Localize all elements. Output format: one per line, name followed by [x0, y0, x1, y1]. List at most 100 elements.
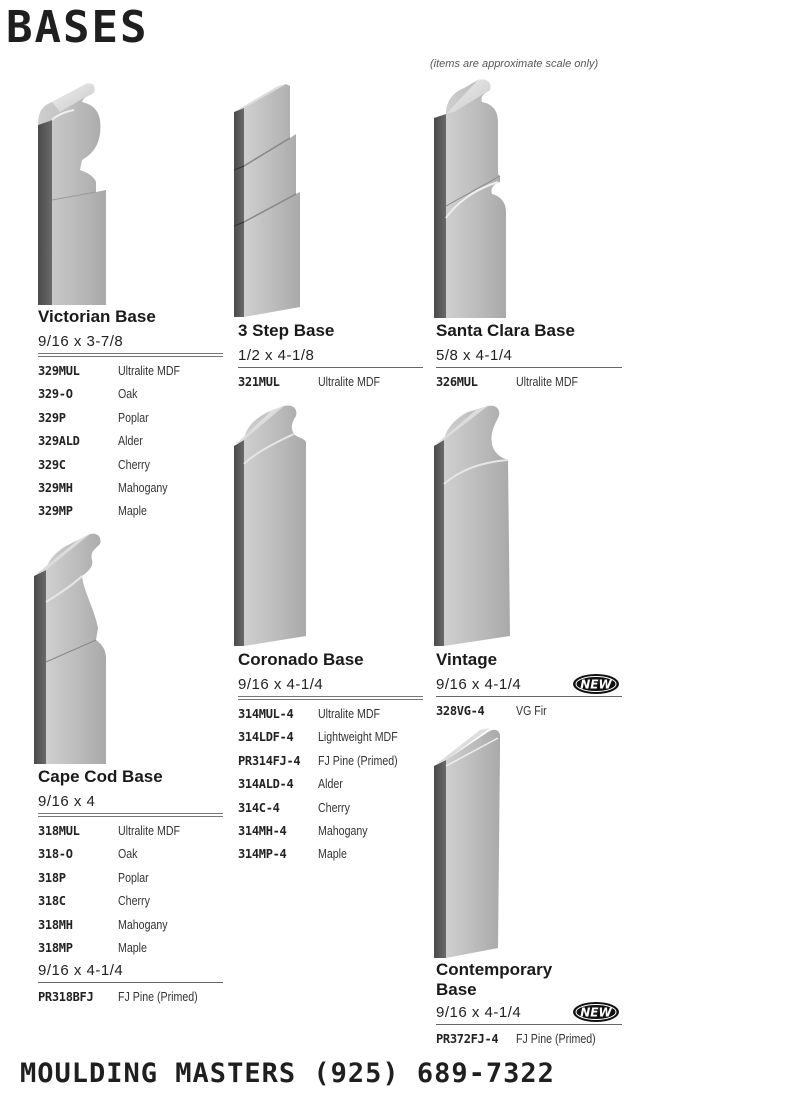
vintage-base-name: Vintage — [436, 650, 498, 669]
product-row: 314ALD-4 Alder — [238, 773, 423, 796]
product-code: 326MUL — [436, 375, 478, 389]
product-code: 329P — [38, 410, 66, 425]
product-material: Alder — [118, 434, 143, 449]
coronado-base-dimension: 9/16 x 4-1/4 — [238, 676, 324, 693]
victorian-base-name: Victorian Base — [38, 307, 156, 326]
product-material: Maple — [318, 847, 347, 862]
coronado-base-name: Coronado Base — [238, 650, 364, 669]
product-row: 314MP-4 Maple — [238, 843, 423, 866]
product-code: PR314FJ-4 — [238, 753, 301, 768]
three-step-base-items: 321MUL Ultralite MDF — [238, 371, 423, 394]
product-code: 318MP — [38, 940, 73, 955]
product-code: 329MP — [38, 504, 73, 519]
product-material: FJ Pine (Primed) — [318, 753, 398, 768]
contemporary-base-name-line2: Base — [436, 980, 477, 999]
product-code: 329MUL — [38, 364, 80, 378]
product-code: 318P — [38, 870, 66, 885]
victorian-base-illustration — [34, 80, 114, 305]
product-code: PR372FJ-4 — [436, 1032, 499, 1046]
product-code: 318MUL — [38, 824, 80, 838]
product-row: 328VG-4 VG Fir — [436, 700, 622, 723]
coronado-base-block: Coronado Base 9/16 x 4-1/4 314MUL-4 Ultra… — [238, 650, 423, 867]
victorian-base-dimension: 9/16 x 3-7/8 — [38, 333, 124, 350]
product-code: 318MH — [38, 917, 73, 932]
santa-clara-base-illustration — [432, 78, 512, 318]
santa-clara-base-block: Santa Clara Base 5/8 x 4-1/4 326MUL Ultra… — [436, 321, 622, 394]
product-code: 318C — [38, 894, 66, 909]
product-code: 329C — [38, 457, 66, 472]
product-row: 329-O Oak — [38, 383, 223, 406]
santa-clara-base-items: 326MUL Ultralite MDF — [436, 371, 622, 394]
product-material: Ultralite MDF — [318, 707, 380, 721]
product-code: 328VG-4 — [436, 704, 485, 718]
product-material: Poplar — [118, 870, 149, 885]
contemporary-base-block: Contemporary Base 9/16 x 4-1/4 PR372FJ-4… — [436, 960, 622, 1051]
new-badge-vintage: NEW — [572, 673, 620, 694]
product-code: 314C-4 — [238, 800, 280, 815]
product-code: 329ALD — [38, 434, 80, 449]
cape-cod-base-name: Cape Cod Base — [38, 767, 163, 786]
product-material: Oak — [118, 847, 138, 862]
contemporary-base-dimension: 9/16 x 4-1/4 — [436, 1004, 522, 1021]
product-row: 318P Poplar — [38, 867, 223, 890]
vintage-base-items: 328VG-4 VG Fir — [436, 700, 622, 723]
divider — [38, 353, 223, 357]
product-code: 314ALD-4 — [238, 777, 294, 792]
contemporary-base-illustration — [432, 726, 502, 958]
divider — [238, 696, 423, 700]
divider — [436, 367, 622, 368]
cape-cod-base-block: Cape Cod Base 9/16 x 4 318MUL Ultralite M… — [38, 767, 223, 1010]
cape-cod-base-dimension: 9/16 x 4 — [38, 793, 96, 810]
divider — [38, 813, 223, 817]
product-material: FJ Pine (Primed) — [516, 1032, 596, 1046]
product-code: 318-O — [38, 847, 73, 862]
product-material: VG Fir — [516, 704, 547, 718]
product-code: 314MH-4 — [238, 823, 287, 838]
divider — [436, 1024, 622, 1025]
contemporary-base-name-line1: Contemporary — [436, 960, 553, 979]
cape-cod-base-dimension-2: 9/16 x 4-1/4 — [38, 962, 124, 980]
product-code: 314MP-4 — [238, 847, 287, 862]
product-material: Ultralite MDF — [516, 375, 578, 389]
three-step-base-dimension: 1/2 x 4-1/8 — [238, 347, 315, 364]
three-step-base-illustration — [230, 82, 302, 317]
product-material: Mahogany — [118, 480, 168, 495]
contemporary-base-items: PR372FJ-4 FJ Pine (Primed) — [436, 1028, 622, 1051]
cape-cod-base-illustration — [32, 532, 112, 764]
product-code: 321MUL — [238, 375, 280, 389]
product-code: 329-O — [38, 387, 73, 402]
product-material: Maple — [118, 940, 147, 955]
divider — [436, 696, 622, 697]
product-material: Cherry — [318, 800, 350, 815]
product-row: 329MH Mahogany — [38, 477, 223, 500]
product-row: 318-O Oak — [38, 843, 223, 866]
santa-clara-base-dimension: 5/8 x 4-1/4 — [436, 347, 513, 364]
vintage-base-dimension: 9/16 x 4-1/4 — [436, 676, 522, 693]
product-material: Oak — [118, 387, 138, 402]
product-row: 326MUL Ultralite MDF — [436, 371, 622, 394]
product-material: Alder — [318, 777, 343, 792]
santa-clara-base-name: Santa Clara Base — [436, 321, 575, 340]
product-row: 321MUL Ultralite MDF — [238, 371, 423, 394]
product-code: PR318BFJ — [38, 990, 94, 1005]
product-code: 314MUL-4 — [238, 707, 294, 721]
footer-contact: MOULDING MASTERS (925) 689-7322 — [20, 1058, 555, 1089]
product-material: Ultralite MDF — [118, 824, 180, 838]
product-code: 329MH — [38, 480, 73, 495]
coronado-base-illustration — [232, 404, 310, 646]
product-row: 318MH Mahogany — [38, 914, 223, 937]
new-badge-label: NEW — [580, 678, 612, 692]
new-badge-contemporary: NEW — [572, 1001, 620, 1022]
product-material: Mahogany — [118, 917, 168, 932]
product-material: Ultralite MDF — [318, 375, 380, 389]
product-row: 318MUL Ultralite MDF — [38, 820, 223, 843]
product-row: PR372FJ-4 FJ Pine (Primed) — [436, 1028, 622, 1051]
product-row: 318MP Maple — [38, 937, 223, 960]
